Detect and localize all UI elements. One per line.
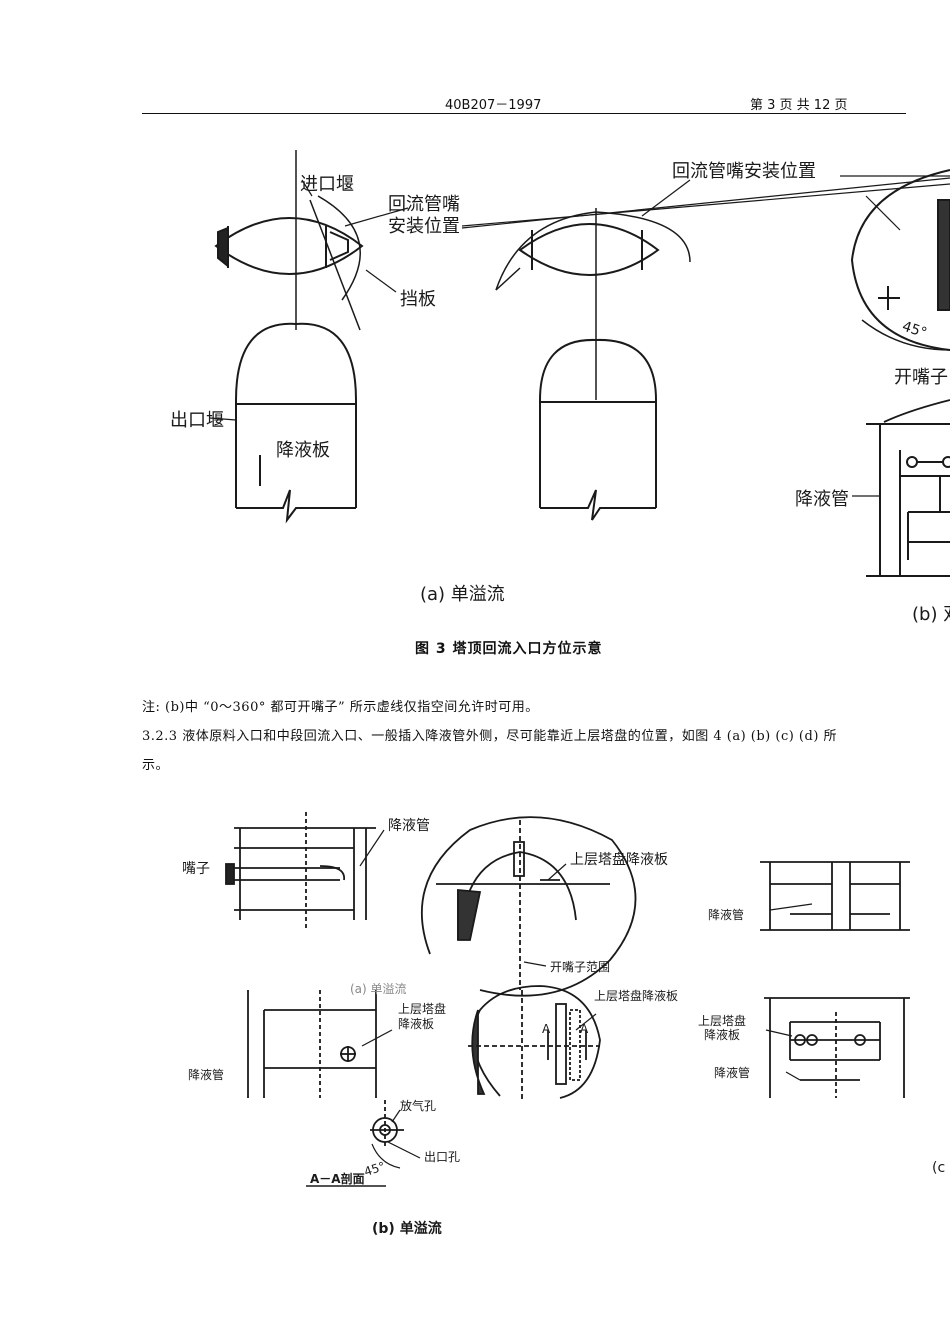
label-reflux-nozzle: 回流管嘴	[388, 194, 460, 215]
label-downcomer-pipe-right-2: 降液管	[714, 1066, 751, 1080]
note-text: 注: (b)中 “0～360° 都可开嘴子” 所示虚线仅指空间允许时可用。	[142, 700, 539, 715]
label-upper-tray-right-a: 上层塔盘	[698, 1014, 747, 1028]
label-downcomer-pipe-top: 降液管	[388, 818, 430, 834]
label-section-a-right: A	[580, 1022, 589, 1036]
label-upper-tray-downcomer: 上层塔盘降液板	[570, 852, 668, 868]
subcaption-b-double-overflow: (b) 双	[912, 604, 950, 625]
figure3-caption: 图 3 塔顶回流入口方位示意	[415, 641, 603, 657]
subcaption-b-single-overflow-fig4: (b) 单溢流	[372, 1221, 442, 1237]
header-rule	[142, 113, 906, 114]
left-lens	[214, 217, 364, 275]
label-downcomer-pipe-right: 降液管	[708, 908, 745, 922]
label-vent-hole: 放气孔	[400, 1099, 437, 1113]
standard-number: 40B207－1997	[445, 98, 542, 113]
label-outlet-hole: 出口孔	[424, 1150, 461, 1164]
label-baffle: 挡板	[400, 289, 436, 310]
label-c-mark: (c	[932, 1160, 946, 1176]
paragraph-3-2-3-line1: 3.2.3 液体原料入口和中段回流入口、一般插入降液管外侧，尽可能靠近上层塔盘的…	[142, 729, 838, 744]
label-opening-range: 开嘴子范围	[550, 960, 611, 974]
label-upper-tray-a: 上层塔盘	[398, 1002, 447, 1016]
label-nozzle: 嘴子	[182, 861, 210, 877]
label-faint-single-overflow: (a) 单溢流	[350, 982, 407, 996]
label-downcomer-plate: 降液板	[276, 440, 330, 461]
label-outlet-weir: 出口堰	[170, 410, 224, 431]
paragraph-3-2-3-line2: 示。	[142, 758, 170, 773]
figure3-drawing	[209, 150, 950, 577]
label-section-view: A－A剖面	[310, 1172, 365, 1186]
label-inlet-weir: 进口堰	[300, 174, 354, 195]
label-section-a-left: A	[542, 1022, 551, 1036]
label-downcomer-pipe: 降液管	[795, 489, 849, 510]
label-install-position: 安装位置	[388, 216, 460, 237]
label-upper-tray-downcomer-2: 上层塔盘降液板	[594, 989, 679, 1003]
label-opening: 开嘴子	[894, 367, 948, 388]
subcaption-a-single-overflow: (a) 单溢流	[420, 584, 505, 605]
label-downcomer-pipe-left: 降液管	[188, 1068, 225, 1082]
page-number: 第 3 页 共 12 页	[750, 98, 848, 113]
label-reflux-nozzle-position: 回流管嘴安装位置	[672, 161, 816, 182]
label-upper-tray-right-b: 降液板	[704, 1028, 741, 1042]
label-upper-tray-b: 降液板	[398, 1017, 435, 1031]
